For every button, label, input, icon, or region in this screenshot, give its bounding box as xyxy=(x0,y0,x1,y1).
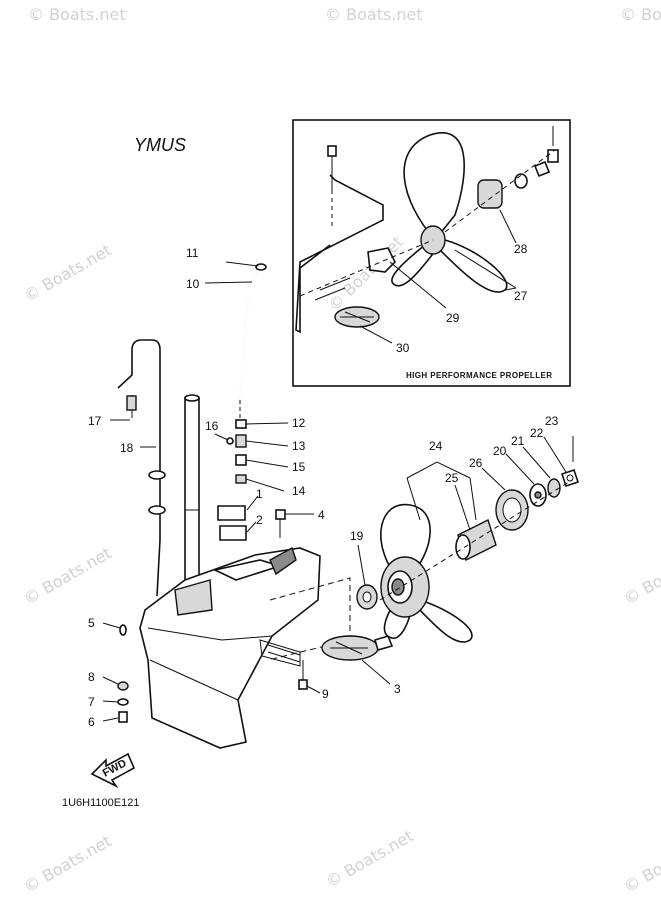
insert-1 xyxy=(217,505,246,521)
anode-assembly: 3 xyxy=(267,577,401,696)
callout-22: 22 xyxy=(530,426,544,440)
propeller-assembly: 19 24 25 26 xyxy=(350,414,580,643)
callout-2: 2 xyxy=(256,513,263,527)
callout-1: 1 xyxy=(256,487,263,501)
callout-10: 10 xyxy=(186,277,200,291)
pin-16 xyxy=(226,437,234,445)
watermark: © Boats.net xyxy=(28,5,126,24)
seal-13 xyxy=(235,434,247,448)
inset-gearcase-detail xyxy=(314,277,351,301)
callout-6: 6 xyxy=(88,715,95,729)
callout-7: 7 xyxy=(88,695,95,709)
watermark: © Boats.net xyxy=(621,831,661,896)
inset-gearcase xyxy=(295,174,384,334)
inset-propeller-blade xyxy=(391,243,433,287)
callout-28: 28 xyxy=(514,242,528,256)
propeller-blade xyxy=(380,503,431,576)
fwd-arrow: FWD xyxy=(90,752,136,789)
callout-26: 26 xyxy=(469,456,483,470)
callout-25: 25 xyxy=(445,471,459,485)
propeller-blade xyxy=(413,599,473,643)
grommet-14 xyxy=(235,474,247,484)
watermark: © Boats.net xyxy=(323,826,417,891)
inset-propeller-blade xyxy=(439,239,508,293)
callout-20: 20 xyxy=(493,444,507,458)
collar-15 xyxy=(235,454,247,466)
prop-shaft-end xyxy=(259,639,301,667)
shift-rod-joint xyxy=(126,395,137,411)
diagram-code: 1U6H1100E121 xyxy=(62,797,139,809)
callout-17: 17 xyxy=(88,414,102,428)
inset-nut xyxy=(533,160,551,178)
inset-caption: HIGH PERFORMANCE PROPELLER xyxy=(406,371,552,380)
clip xyxy=(148,470,166,480)
callout-24: 24 xyxy=(429,439,443,453)
callout-21: 21 xyxy=(511,434,525,448)
insert-2 xyxy=(219,525,247,541)
tube-grommet xyxy=(255,263,267,271)
seal-12 xyxy=(235,419,247,429)
drive-shaft-body xyxy=(184,397,200,581)
page-title: YMUS xyxy=(134,135,186,155)
callout-5: 5 xyxy=(88,616,95,630)
callout-30: 30 xyxy=(396,341,410,355)
screw-6 xyxy=(118,711,128,723)
callout-18: 18 xyxy=(120,441,134,455)
shift-rod xyxy=(131,339,161,597)
watermark: © Boats.net xyxy=(21,240,115,305)
inset-washer xyxy=(514,173,528,189)
callout-3: 3 xyxy=(394,682,401,696)
casing-trim-tab xyxy=(269,546,297,576)
callout-29: 29 xyxy=(446,311,460,325)
callout-12: 12 xyxy=(292,416,306,430)
drive-shaft xyxy=(184,394,200,581)
casing-boss xyxy=(174,579,213,616)
callout-4: 4 xyxy=(318,508,325,522)
watermark: © Boats.net xyxy=(621,543,661,608)
watermark: © Boats.net xyxy=(325,5,423,24)
gasket-8 xyxy=(117,681,129,691)
callout-19: 19 xyxy=(350,529,364,543)
inset-high-performance-propeller: HIGH PERFORMANCE PROPELLER 28 2 xyxy=(292,119,571,387)
bolt-9 xyxy=(298,679,308,690)
inset-spacer xyxy=(477,179,503,209)
callout-14: 14 xyxy=(292,484,306,498)
watermark: © Boats.net xyxy=(21,543,115,608)
callout-27: 27 xyxy=(514,289,528,303)
inset-castle-nut xyxy=(547,149,559,163)
callout-16: 16 xyxy=(205,419,219,433)
callout-23: 23 xyxy=(545,414,559,428)
gasket-7 xyxy=(117,698,129,706)
callout-8: 8 xyxy=(88,670,95,684)
lower-casing: 1 2 4 9 5 8 7 6 xyxy=(88,487,329,749)
watermark: © Boats.net xyxy=(21,831,115,896)
inset-bolt xyxy=(327,145,337,157)
callout-11: 11 xyxy=(186,246,199,260)
shift-rod-assembly: 17 18 xyxy=(88,339,166,597)
clip xyxy=(148,505,166,515)
callout-9: 9 xyxy=(322,687,329,701)
watermark: © Boats.net xyxy=(620,5,661,24)
callout-15: 15 xyxy=(292,460,306,474)
plug-5 xyxy=(119,624,127,636)
inset-frame xyxy=(292,119,571,387)
water-tube-assembly: 11 10 12 13 15 14 16 xyxy=(186,246,306,498)
callout-13: 13 xyxy=(292,439,306,453)
inset-propeller-blade xyxy=(403,132,465,242)
bolt-4 xyxy=(275,509,286,520)
